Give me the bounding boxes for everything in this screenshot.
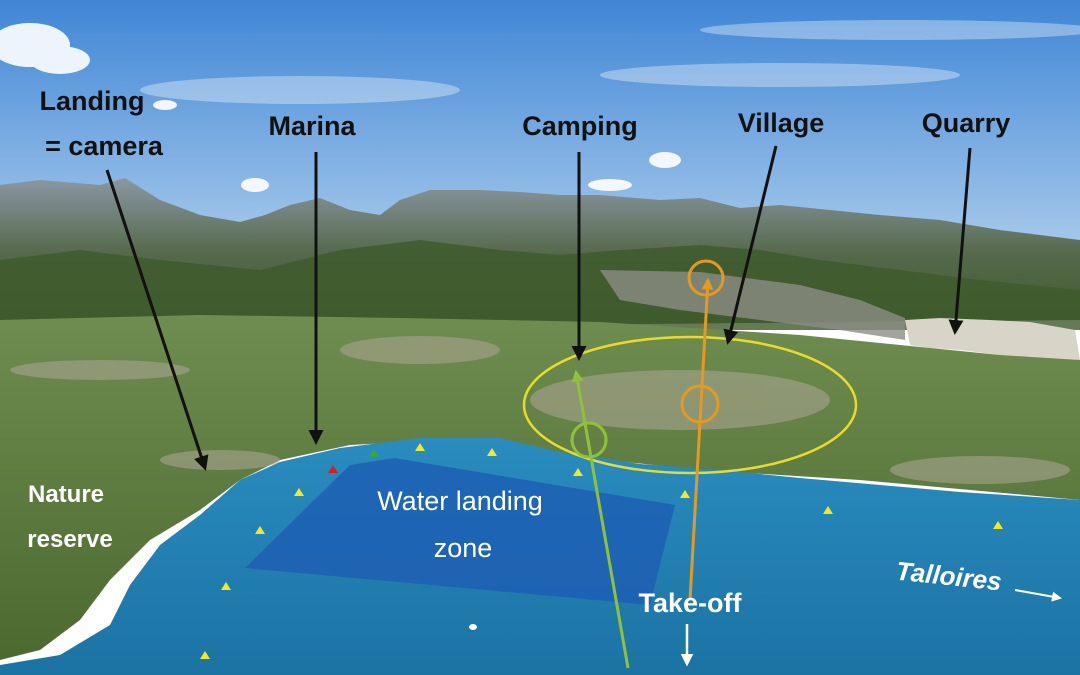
water-zone-label-line1: Water landing xyxy=(377,486,543,516)
orange-route-circle-lower xyxy=(680,384,720,424)
red-buoy-marker xyxy=(328,465,338,473)
rock-band xyxy=(600,270,905,340)
boat xyxy=(469,624,477,630)
orange-route-line xyxy=(688,277,714,601)
camping-label: Camping xyxy=(522,111,638,141)
landing-label-line1: Landing xyxy=(40,86,145,116)
quarry-arrow xyxy=(948,147,972,335)
green-route-circle xyxy=(570,421,608,459)
yellow-buoy-markers xyxy=(200,443,1003,659)
cloud-streaks xyxy=(140,20,1080,104)
village-arrow xyxy=(723,145,778,345)
takeoff-label: Take-off xyxy=(638,588,742,618)
landing-label-line2: = camera xyxy=(45,131,164,161)
landing-arrow xyxy=(105,169,209,471)
orange-route-circle-upper xyxy=(687,259,725,297)
green-buoy-marker xyxy=(369,449,379,457)
green-route-line xyxy=(571,369,630,669)
water-zone-label-line2: zone xyxy=(434,533,493,563)
nature-reserve-label-line2: reserve xyxy=(27,526,112,553)
town-patches xyxy=(10,336,1070,484)
water-landing-zone xyxy=(245,458,675,605)
nature-reserve-label-line1: Nature xyxy=(28,481,104,508)
clouds xyxy=(0,23,681,192)
marina-label: Marina xyxy=(268,111,356,141)
quarry-label: Quarry xyxy=(922,108,1011,138)
talloires-arrow xyxy=(1014,589,1062,602)
village-ellipse xyxy=(522,335,858,475)
village-label: Village xyxy=(738,108,825,138)
